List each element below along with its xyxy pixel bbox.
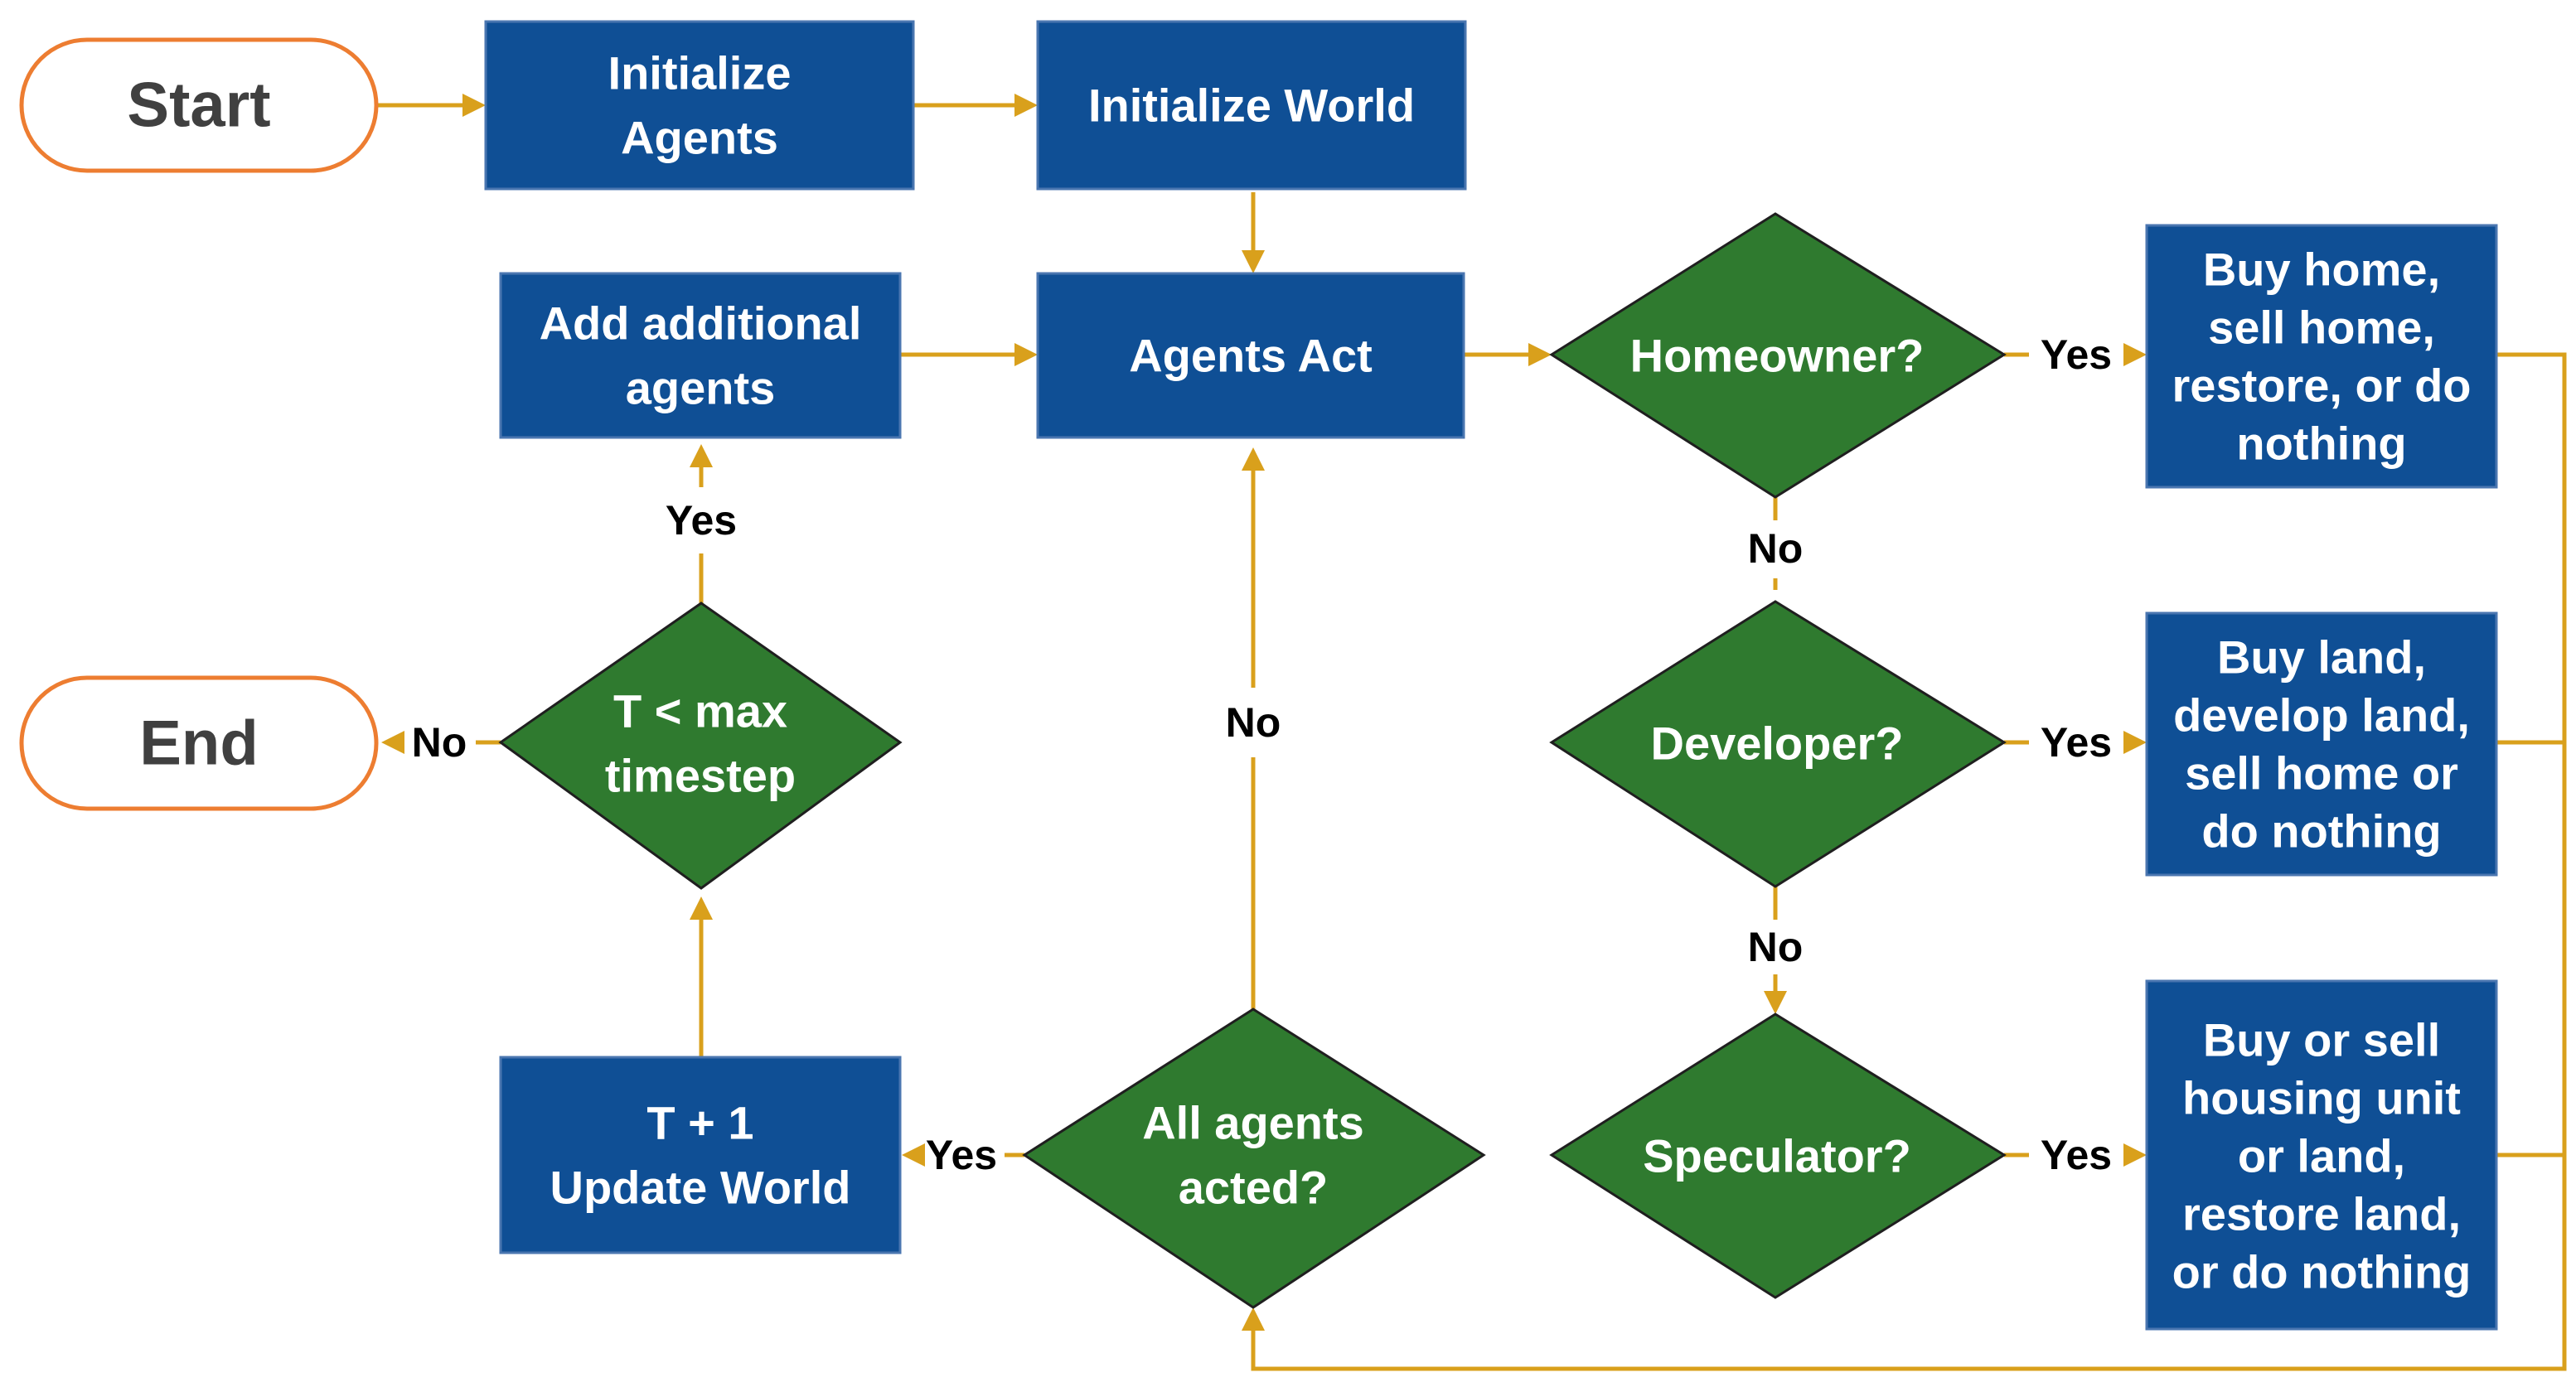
developer-decision-text: Developer? bbox=[1651, 718, 1904, 770]
node-label-line: Agents bbox=[621, 112, 778, 164]
arrowhead bbox=[2123, 731, 2147, 754]
speculator-yes-label: Yes bbox=[2041, 1132, 2112, 1178]
speculator-action-box: Buy or sell housing unit or land, restore l… bbox=[2145, 979, 2498, 1331]
node-label-line: Initialize World bbox=[1088, 80, 1415, 132]
node-label-line: agents bbox=[626, 362, 776, 414]
node-label-line: housing unit bbox=[2182, 1072, 2461, 1124]
initialize-world-box: Initialize World bbox=[1036, 20, 1467, 191]
arrowhead bbox=[2123, 1143, 2147, 1167]
t-max-yes-label: Yes bbox=[666, 497, 737, 544]
node-label-line: or do nothing bbox=[2172, 1246, 2472, 1298]
start-label: Start bbox=[127, 70, 270, 141]
arrowhead bbox=[690, 444, 713, 467]
arrowhead bbox=[1242, 1307, 1265, 1331]
node-label-line: or land, bbox=[2238, 1130, 2405, 1182]
node-label-line: Agents Act bbox=[1129, 330, 1373, 382]
agents-act-box: Agents Act bbox=[1036, 272, 1465, 439]
node-label-line: T + 1 bbox=[646, 1097, 753, 1149]
start-terminal: Start bbox=[19, 37, 379, 173]
node-label-line: Homeowner? bbox=[1630, 330, 1925, 382]
node-label-line: T < max bbox=[613, 685, 787, 737]
end-label: End bbox=[139, 708, 259, 779]
node-label-line: sell home, bbox=[2208, 302, 2435, 354]
homeowner-action-box: Buy home, sell home, restore, or do nothing bbox=[2145, 224, 2498, 489]
all-acted-no-label: No bbox=[1226, 699, 1281, 746]
node-label-line: nothing bbox=[2236, 418, 2406, 470]
developer-decision: Developer? bbox=[1549, 600, 2007, 888]
edge-labels: Yes No Yes No Yes No Yes Yes No bbox=[412, 331, 2112, 1178]
homeowner-action-text: Buy home, sell home, restore, or do nothing bbox=[2172, 244, 2472, 470]
t-max-decision-text: T < max timestep bbox=[605, 685, 796, 802]
developer-no-label: No bbox=[1748, 924, 1804, 970]
node-label-line: timestep bbox=[605, 750, 796, 802]
node-label-line: Speculator? bbox=[1643, 1130, 1911, 1182]
speculator-decision: Speculator? bbox=[1549, 1012, 2007, 1299]
all-acted-yes-label: Yes bbox=[926, 1132, 997, 1178]
arrowhead bbox=[902, 1143, 925, 1167]
node-label-line: Add additional bbox=[540, 297, 862, 350]
add-agents-text: Add additional agents bbox=[540, 297, 862, 414]
t-plus-one-box: T + 1 Update World bbox=[499, 1056, 902, 1254]
homeowner-no-label: No bbox=[1748, 525, 1804, 572]
homeowner-decision-text: Homeowner? bbox=[1630, 330, 1925, 382]
speculator-decision-text: Speculator? bbox=[1643, 1130, 1911, 1182]
agents-act-text: Agents Act bbox=[1129, 330, 1373, 382]
node-label-line: Update World bbox=[550, 1162, 851, 1214]
all-agents-acted-decision: All agents acted? bbox=[1022, 1008, 1486, 1309]
node-label-line: Buy land, bbox=[2217, 631, 2426, 684]
all-agents-acted-text: All agents acted? bbox=[1142, 1097, 1364, 1214]
arrowhead bbox=[1014, 94, 1038, 117]
arrowheads bbox=[381, 94, 2147, 1331]
arrowhead bbox=[1528, 343, 1552, 366]
homeowner-decision: Homeowner? bbox=[1549, 212, 2007, 499]
speculator-action-text: Buy or sell housing unit or land, restore l… bbox=[2172, 1014, 2472, 1298]
node-label-line: Buy or sell bbox=[2203, 1014, 2440, 1066]
arrowhead bbox=[1242, 250, 1265, 273]
arrowhead bbox=[462, 94, 486, 117]
node-label-line: restore, or do bbox=[2172, 360, 2472, 412]
arrowhead bbox=[690, 896, 713, 920]
arrowhead bbox=[2123, 343, 2147, 366]
node-label-line: Developer? bbox=[1651, 718, 1904, 770]
node-label-line: Buy home, bbox=[2203, 244, 2440, 296]
node-label-line: sell home or bbox=[2185, 747, 2458, 800]
connectors bbox=[378, 103, 2567, 1371]
node-label-line: All agents bbox=[1142, 1097, 1364, 1149]
node-label-line: acted? bbox=[1179, 1162, 1329, 1214]
arrowhead bbox=[1014, 343, 1038, 366]
edge-actions-return bbox=[1251, 352, 2567, 1371]
initialize-world-text: Initialize World bbox=[1088, 80, 1415, 132]
node-label-line: restore land, bbox=[2182, 1188, 2461, 1240]
arrowhead bbox=[381, 731, 404, 754]
node-label-line: develop land, bbox=[2173, 689, 2470, 742]
t-max-no-label: No bbox=[412, 719, 467, 766]
t-max-decision: T < max timestep bbox=[498, 602, 903, 890]
end-terminal: End bbox=[19, 675, 379, 811]
add-agents-box: Add additional agents bbox=[499, 272, 902, 439]
arrowhead bbox=[1242, 447, 1265, 471]
arrowhead bbox=[1764, 991, 1787, 1014]
homeowner-yes-label: Yes bbox=[2041, 331, 2112, 378]
node-label-line: do nothing bbox=[2201, 805, 2441, 858]
t-plus-one-text: T + 1 Update World bbox=[550, 1097, 851, 1214]
developer-yes-label: Yes bbox=[2041, 719, 2112, 766]
node-label-line: Initialize bbox=[608, 47, 792, 99]
